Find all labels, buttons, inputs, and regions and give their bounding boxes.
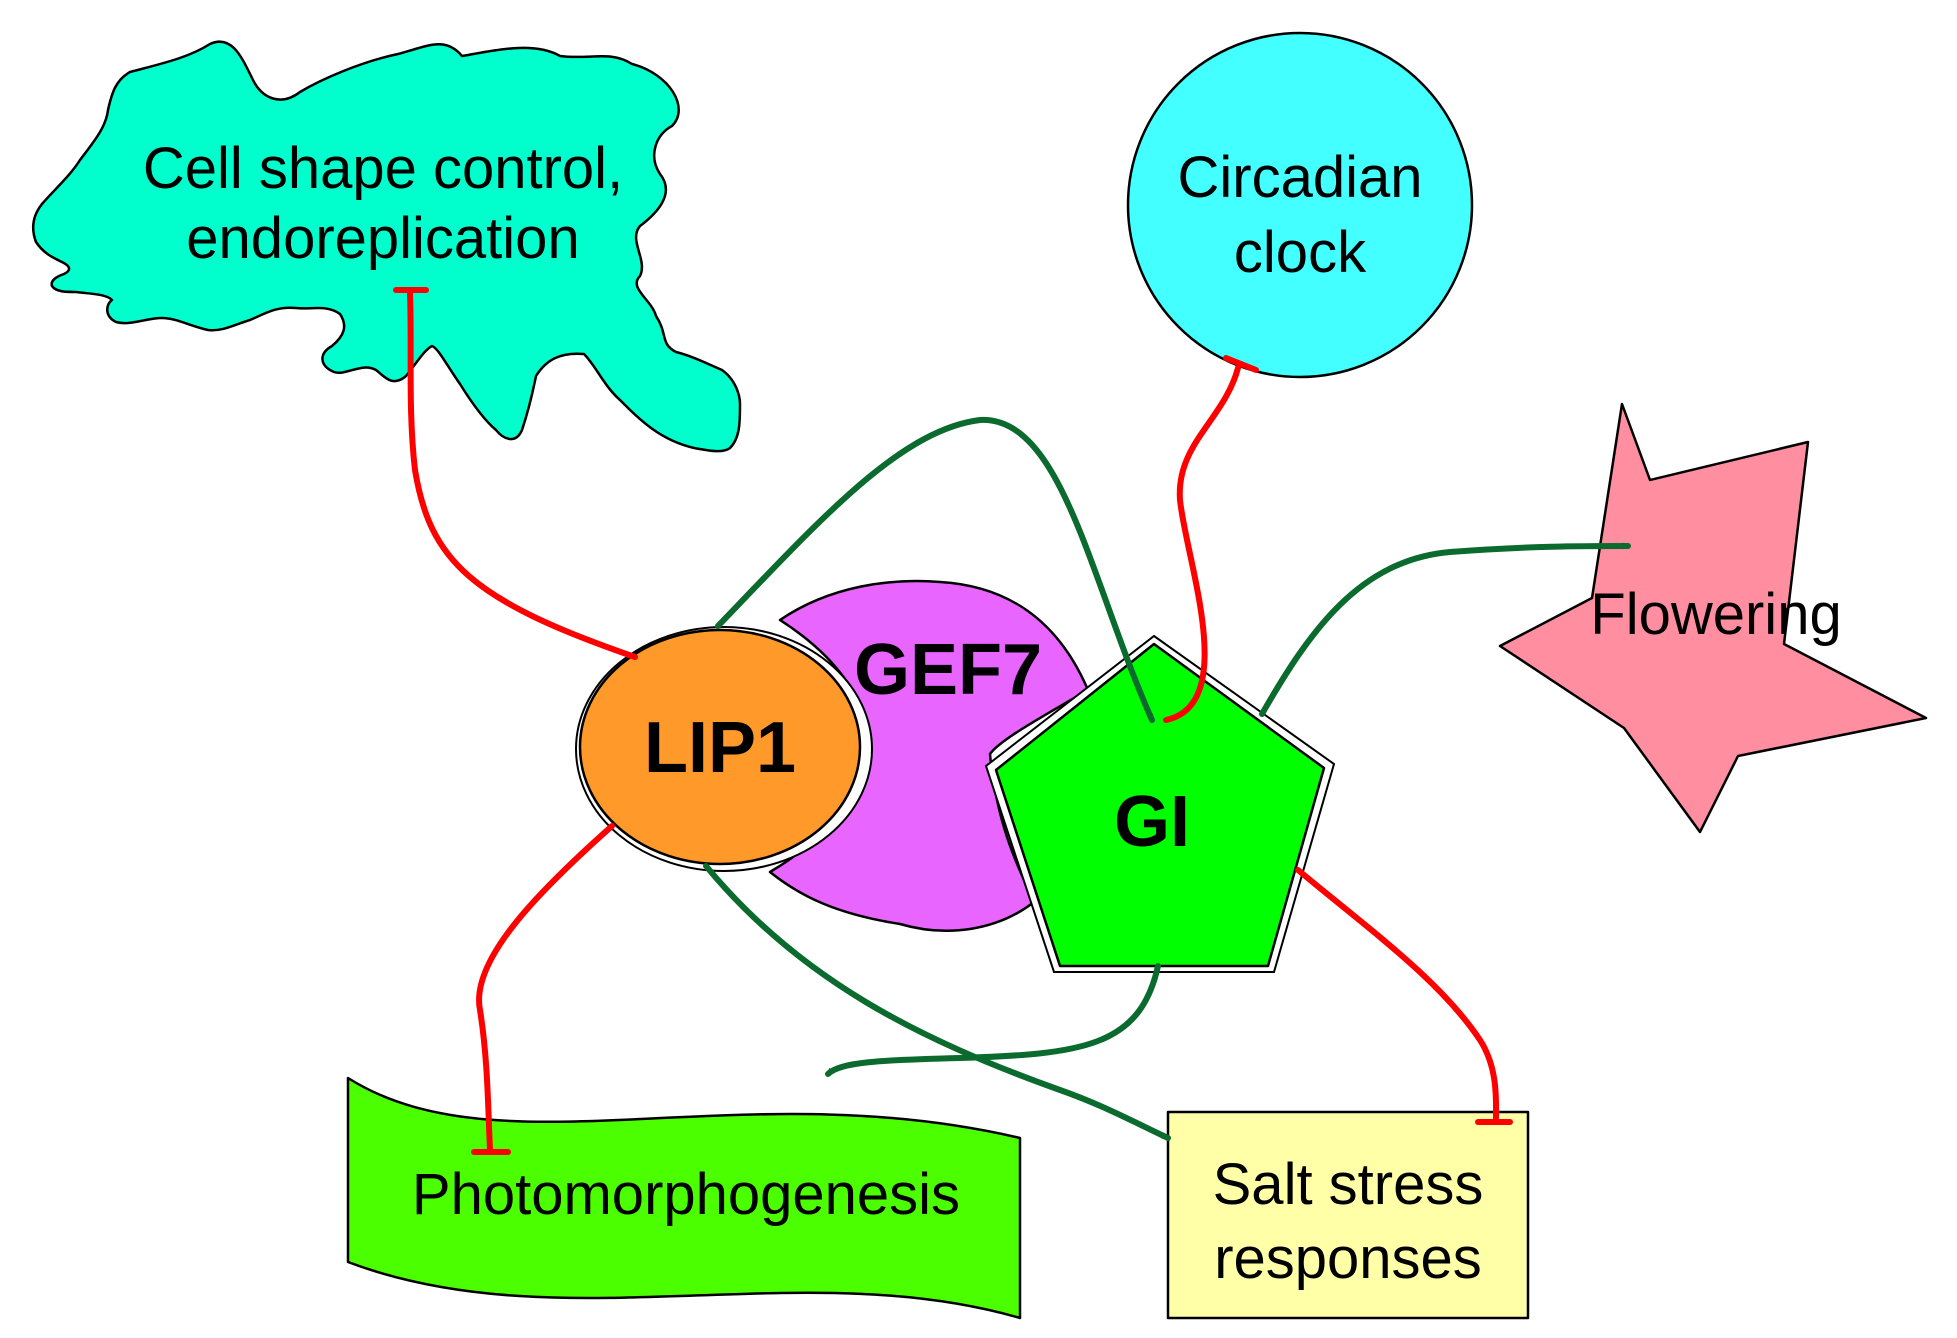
gi-node-shape [994, 642, 1326, 968]
node-gi [984, 634, 1336, 973]
edge-lip1-inhibits-photomorphogenesis [476, 823, 615, 1153]
edge-lip1-activates-salt-stress [703, 863, 1171, 1141]
salt-stress-node-shape [1166, 1110, 1530, 1320]
edge-gi-inhibits-circadian-bar [1223, 355, 1259, 373]
flowering-node-shape [1498, 402, 1928, 834]
flowering-label: Flowering [1590, 582, 1841, 647]
lip1-node-shape [578, 628, 862, 866]
cell-shape-label-line-1: Cell shape control, [143, 136, 623, 201]
edge-gi-inhibits-salt-stress [1295, 867, 1500, 1121]
gef7-label: GEF7 [854, 630, 1042, 710]
edge-gi-activates-flowering [1259, 542, 1631, 717]
circadian-label-line-1: Circadian [1178, 145, 1423, 210]
cell-shape-node-shape [31, 40, 742, 453]
circadian-label-line-2: clock [1234, 220, 1367, 285]
node-lip1 [575, 626, 873, 872]
lip1-label: LIP1 [644, 708, 796, 788]
edge-gi-activates-photomorphogenesis [825, 963, 1161, 1077]
node-salt-stress [1166, 1110, 1530, 1320]
photomorphogenesis-label: Photomorphogenesis [412, 1162, 960, 1227]
node-flowering [1498, 402, 1928, 834]
cell-shape-label-line-2: endoreplication [186, 206, 579, 271]
circadian-node-shape [1126, 31, 1474, 379]
salt-stress-label-line-2: responses [1214, 1226, 1482, 1291]
gi-label: GI [1114, 782, 1190, 862]
edges [393, 287, 1631, 1155]
edge-gi-inhibits-circadian [1163, 365, 1241, 723]
node-circadian [1126, 31, 1474, 379]
node-cell-shape [31, 40, 742, 453]
edge-lip1-inhibits-cell-shape [407, 289, 638, 660]
edge-lip1-activates-gi [715, 416, 1155, 723]
node-photomorphogenesis [346, 1076, 1022, 1320]
photomorphogenesis-node-shape [346, 1076, 1022, 1320]
labels: Cell shape control, endoreplication Circ… [143, 136, 1842, 1291]
salt-stress-label-line-1: Salt stress [1213, 1152, 1484, 1217]
